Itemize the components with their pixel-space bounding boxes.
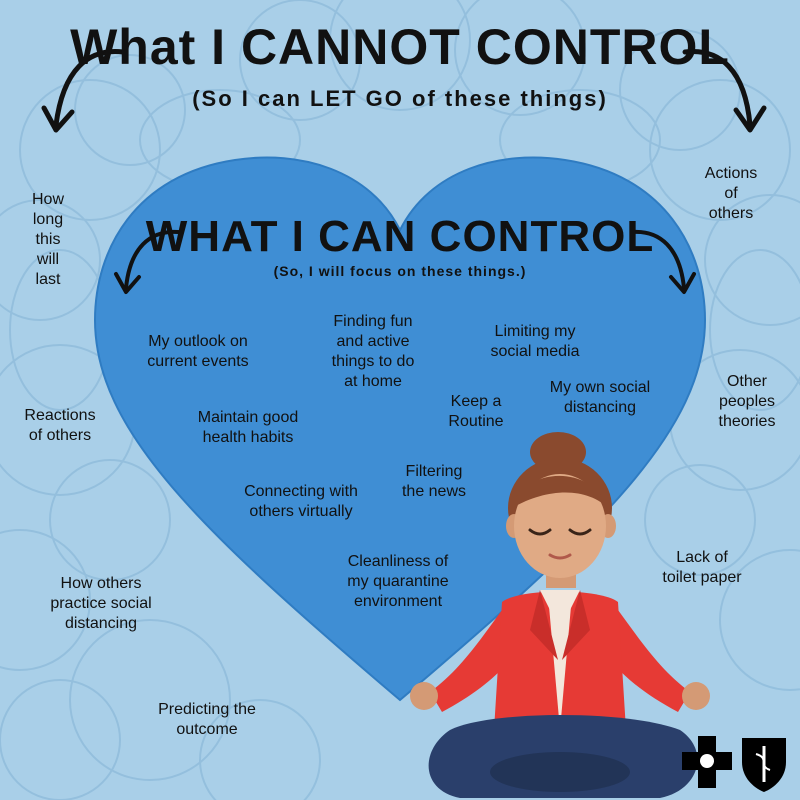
heart-item: Limiting my social media: [490, 323, 580, 360]
heart-item: Filtering the news: [401, 463, 467, 500]
meditating-woman-illustration: [410, 432, 710, 798]
arrow-right-icon: [682, 49, 767, 133]
heart-item: Keep a Routine: [448, 393, 504, 430]
blue-shield-logo-icon: [742, 738, 786, 792]
heart-item: My own social distancing: [549, 379, 651, 416]
arrow-left-icon: [41, 49, 126, 133]
arrow-left-icon: [114, 229, 180, 294]
main-title: What I CANNOT CONTROL: [70, 19, 730, 75]
heart-item: My outlook on current events: [147, 333, 249, 370]
heart-title: WHAT I CAN CONTROL: [145, 212, 655, 261]
heart-item: Cleanliness of my quarantine environment: [347, 553, 449, 610]
heart-item: Finding fun and active things to do at h…: [331, 313, 415, 390]
heart-subtitle: (So, I will focus on these things.): [273, 263, 527, 279]
outside-item: How others practice social distancing: [50, 575, 152, 632]
outside-item: Predicting the outcome: [158, 701, 256, 738]
outside-item: How long this will last: [31, 191, 64, 288]
arrow-right-icon: [630, 229, 696, 294]
main-subtitle: (So I can LET GO of these things): [192, 86, 608, 111]
outside-item: Reactions of others: [24, 407, 96, 444]
outside-item: Lack of toilet paper: [662, 549, 742, 586]
heart-item: Connecting with others virtually: [244, 483, 358, 520]
blue-cross-logo-icon: [682, 736, 732, 788]
heart-item: Maintain good health habits: [197, 409, 299, 446]
outside-item: Other peoples theories: [718, 373, 776, 430]
outside-item: Actions of others: [704, 165, 758, 222]
logos: [682, 736, 786, 792]
